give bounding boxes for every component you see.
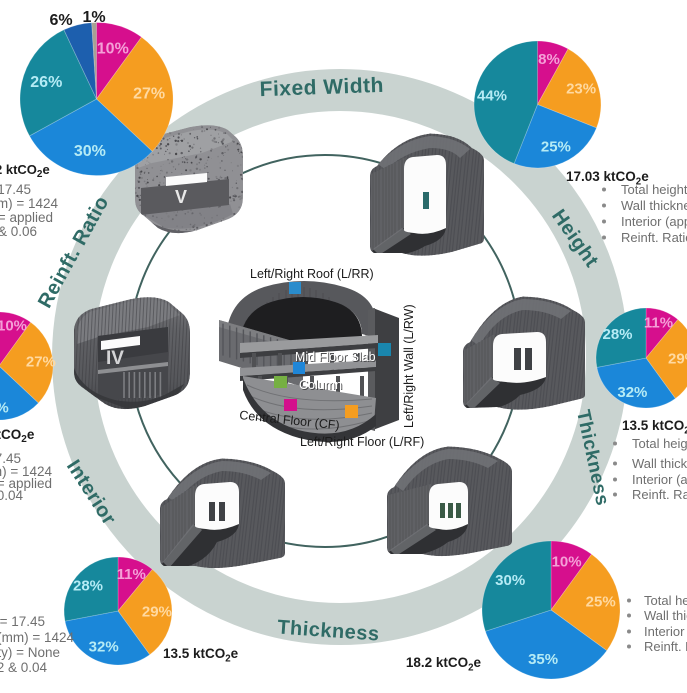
svg-text:Total height (m) = 17.45: Total height (m) = 17.45 bbox=[0, 451, 21, 466]
svg-text:Total height (m) = 17.45: Total height (m) = 17.45 bbox=[621, 182, 687, 197]
svg-text:35%: 35% bbox=[528, 651, 558, 668]
svg-text:Left/Right Floor (L/RF): Left/Right Floor (L/RF) bbox=[300, 435, 424, 449]
svg-text:Wall thickness (mm) = 1424: Wall thickness (mm) = 1424 bbox=[644, 608, 687, 623]
svg-text:Reinft. Ratio = 0.02 & 0.04: Reinft. Ratio = 0.02 & 0.04 bbox=[0, 660, 47, 675]
svg-text:27%: 27% bbox=[26, 354, 56, 371]
svg-text:Left/Right Wall (L/RW): Left/Right Wall (L/RW) bbox=[402, 304, 416, 428]
svg-text:6%: 6% bbox=[49, 12, 72, 29]
svg-text:32%: 32% bbox=[89, 639, 119, 656]
svg-text:25%: 25% bbox=[541, 139, 571, 156]
svg-text:Total height (m) = 17.45: Total height (m) = 17.45 bbox=[0, 614, 45, 629]
svg-text:Column: Column bbox=[300, 379, 343, 393]
svg-text:Mid Floor Slab: Mid Floor Slab bbox=[295, 350, 376, 364]
svg-text:10%: 10% bbox=[97, 40, 129, 57]
svg-text:11%: 11% bbox=[644, 315, 673, 332]
svg-text:10%: 10% bbox=[0, 317, 27, 334]
svg-text:IV: IV bbox=[106, 348, 124, 369]
svg-text:26%: 26% bbox=[30, 74, 62, 91]
svg-text:Column: Column bbox=[299, 378, 342, 392]
svg-text:29%: 29% bbox=[142, 604, 172, 621]
svg-text:Total height (m) = 17.45: Total height (m) = 17.45 bbox=[632, 436, 687, 451]
svg-text:Interior (applicability) = app: Interior (applicability) = applied bbox=[0, 476, 52, 491]
svg-text:17.03 ktCO2e: 17.03 ktCO2e bbox=[566, 169, 649, 188]
svg-text:30%: 30% bbox=[74, 143, 106, 160]
svg-text:28%: 28% bbox=[73, 578, 103, 595]
svg-text:Left/Right Roof (L/RR): Left/Right Roof (L/RR) bbox=[250, 267, 374, 281]
svg-text:Reinft. Ratio = 0.02 & 0.06: Reinft. Ratio = 0.02 & 0.06 bbox=[632, 487, 687, 502]
svg-text:29%: 29% bbox=[668, 351, 687, 368]
svg-text:Wall thickness (mm) = 1424: Wall thickness (mm) = 1424 bbox=[0, 464, 52, 479]
svg-text:Wall thickness (mm) = 1424: Wall thickness (mm) = 1424 bbox=[632, 456, 687, 471]
svg-text:Interior (applicability) = Non: Interior (applicability) = None bbox=[0, 645, 60, 660]
svg-text:Mid Floor Slab: Mid Floor Slab bbox=[296, 351, 377, 365]
svg-text:13.5 ktCO2e: 13.5 ktCO2e bbox=[622, 418, 687, 437]
svg-text:Fixed Width: Fixed Width bbox=[259, 74, 384, 101]
svg-text:Interior (applicability) = Non: Interior (applicability) = None bbox=[632, 472, 687, 487]
svg-text:V: V bbox=[175, 187, 187, 207]
svg-text:30%: 30% bbox=[495, 572, 525, 589]
svg-text:23%: 23% bbox=[566, 80, 596, 97]
svg-text:Reinft. Ratio = 0.02 & 0.06: Reinft. Ratio = 0.02 & 0.06 bbox=[0, 224, 37, 239]
svg-text:13.5 ktCO2e: 13.5 ktCO2e bbox=[163, 646, 239, 665]
svg-text:30%: 30% bbox=[0, 399, 9, 416]
svg-text:10%: 10% bbox=[552, 554, 582, 571]
svg-text:44%: 44% bbox=[477, 87, 507, 104]
svg-text:11%: 11% bbox=[117, 566, 146, 583]
svg-text:ktCO2e: ktCO2e bbox=[0, 427, 35, 445]
svg-text:Total height (m) = 17.45: Total height (m) = 17.45 bbox=[0, 182, 31, 197]
svg-text:Interior (applicability) = Non: Interior (applicability) = None bbox=[621, 214, 687, 229]
svg-text:Reinft. Ratio = 0.02 & 0.06: Reinft. Ratio = 0.02 & 0.06 bbox=[644, 639, 687, 654]
svg-text:Total height (m) = 17.45: Total height (m) = 17.45 bbox=[644, 593, 687, 608]
svg-text:Wall thickness (mm) = 1424: Wall thickness (mm) = 1424 bbox=[0, 196, 58, 211]
svg-text:28%: 28% bbox=[602, 326, 632, 343]
svg-text:32%: 32% bbox=[617, 384, 647, 401]
svg-text:Wall thickness (mm) = 1424: Wall thickness (mm) = 1424 bbox=[0, 630, 74, 645]
svg-text:18.2 ktCO2e: 18.2 ktCO2e bbox=[406, 655, 482, 674]
svg-text:8%: 8% bbox=[538, 51, 560, 68]
svg-text:Interior (applicability) = app: Interior (applicability) = applied bbox=[0, 210, 53, 225]
svg-text:Reinft. Ratio = 0.02 & 0.06: Reinft. Ratio = 0.02 & 0.06 bbox=[621, 230, 687, 245]
svg-text:Wall thickness (mm) = 1424: Wall thickness (mm) = 1424 bbox=[621, 198, 687, 213]
svg-text:Interior (applicability) = Non: Interior (applicability) = None bbox=[644, 624, 687, 639]
svg-text:25%: 25% bbox=[586, 594, 616, 611]
svg-text:Reinft. Ratio = 0.02 & 0.04: Reinft. Ratio = 0.02 & 0.04 bbox=[0, 488, 23, 503]
svg-text:27%: 27% bbox=[133, 86, 165, 103]
svg-text:1%: 1% bbox=[82, 9, 105, 26]
